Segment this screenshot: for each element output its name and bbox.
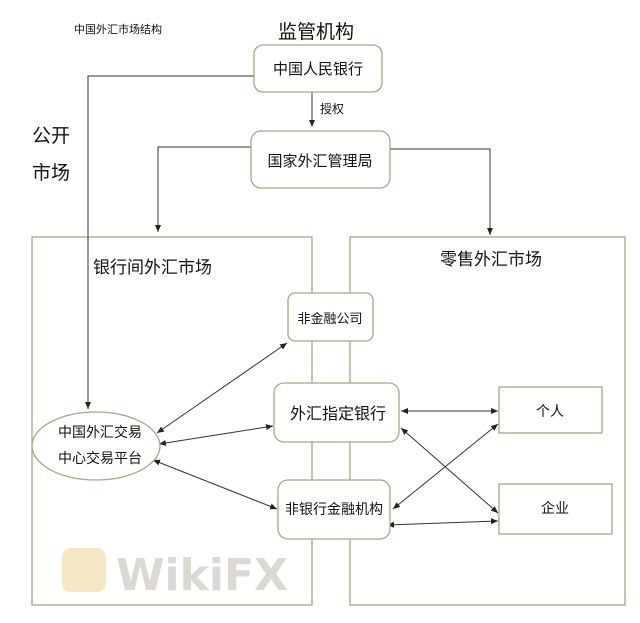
cfets-bank-arrow — [158, 424, 274, 446]
enterprise-node: 企业 — [498, 483, 613, 535]
non-bank-institution-node: 非银行金融机构 — [277, 479, 391, 540]
watermark-text: WikiFX — [116, 550, 288, 601]
svg-text:企业: 企业 — [541, 500, 569, 517]
public-market-label-1: 公开 — [32, 125, 70, 147]
safe-node: 国家外汇管理局 — [250, 130, 391, 189]
interbank-market-label: 银行间外汇市场 — [93, 258, 212, 278]
nonbank-individual-arrow — [392, 423, 499, 510]
svg-text:外汇指定银行: 外汇指定银行 — [290, 404, 386, 423]
safe-to-interbank-connector — [155, 146, 251, 232]
cfets-nonbank-arrow — [152, 459, 278, 510]
svg-text:国家外汇管理局: 国家外汇管理局 — [267, 152, 372, 170]
retail-market-label: 零售外汇市场 — [440, 250, 542, 270]
svg-text:非银行金融机构: 非银行金融机构 — [285, 502, 383, 518]
nonbank-enterprise-arrow — [386, 518, 499, 528]
watermark: WikiFX — [62, 548, 288, 601]
pboc-to-cfets-connector — [85, 75, 254, 409]
watermark-logo-icon — [62, 548, 106, 592]
cfets-nonfinancial-arrow — [156, 342, 288, 434]
pboc-node: 中国人民银行 — [253, 44, 383, 93]
safe-to-retail-connector — [390, 148, 493, 235]
public-market-label-2: 市场 — [32, 162, 70, 184]
non-financial-company-node: 非金融公司 — [287, 292, 374, 342]
regulator-heading: 监管机构 — [278, 21, 354, 43]
svg-text:非金融公司: 非金融公司 — [297, 311, 362, 327]
authorize-label: 授权 — [320, 101, 344, 116]
svg-text:中国外汇交易: 中国外汇交易 — [58, 424, 142, 441]
designated-bank-node: 外汇指定银行 — [273, 382, 400, 443]
svg-text:个人: 个人 — [536, 404, 564, 420]
document-title: 中国外汇市场结构 — [74, 22, 162, 36]
cfets-node: 中国外汇交易 中心交易平台 — [31, 411, 161, 481]
individual-node: 个人 — [498, 386, 603, 434]
svg-text:中心交易平台: 中心交易平台 — [58, 450, 142, 467]
svg-text:中国人民银行: 中国人民银行 — [273, 60, 363, 78]
